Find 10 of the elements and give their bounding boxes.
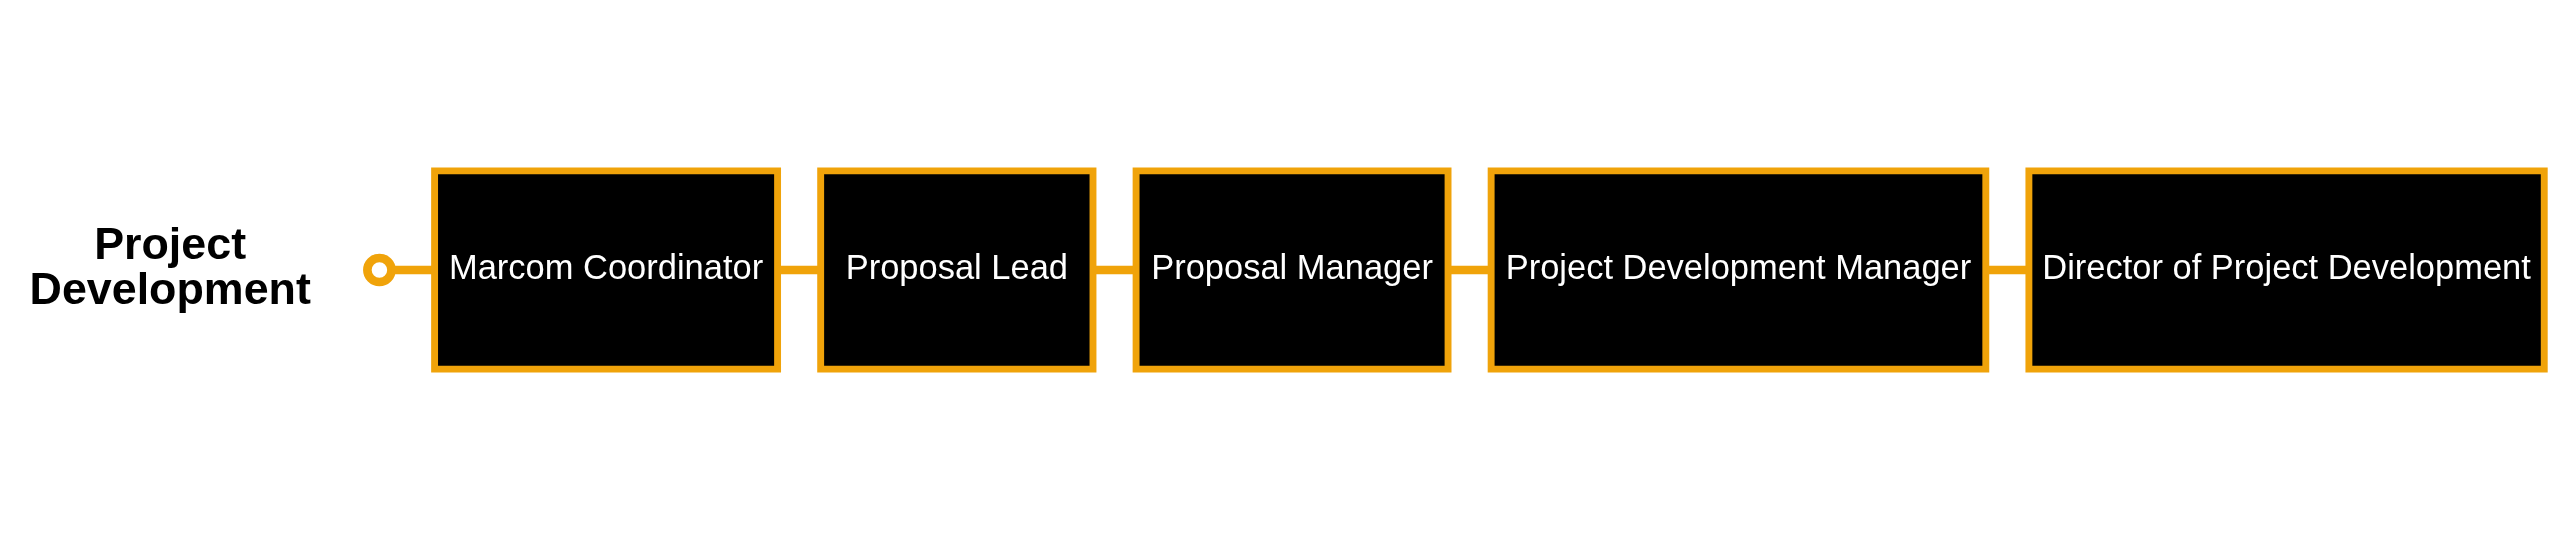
node-box: Director of Project Development <box>2025 167 2548 373</box>
node-circle <box>363 253 396 287</box>
node-box: Proposal Lead <box>817 167 1097 373</box>
connector <box>1448 265 1491 275</box>
node-box: Project Development Manager <box>1487 167 1990 373</box>
node-label: Project Development <box>29 218 311 314</box>
connector <box>1093 265 1136 275</box>
node-box: Proposal Manager <box>1132 167 1452 373</box>
node-box: Marcom Coordinator <box>431 167 782 373</box>
connector <box>1986 265 2029 275</box>
